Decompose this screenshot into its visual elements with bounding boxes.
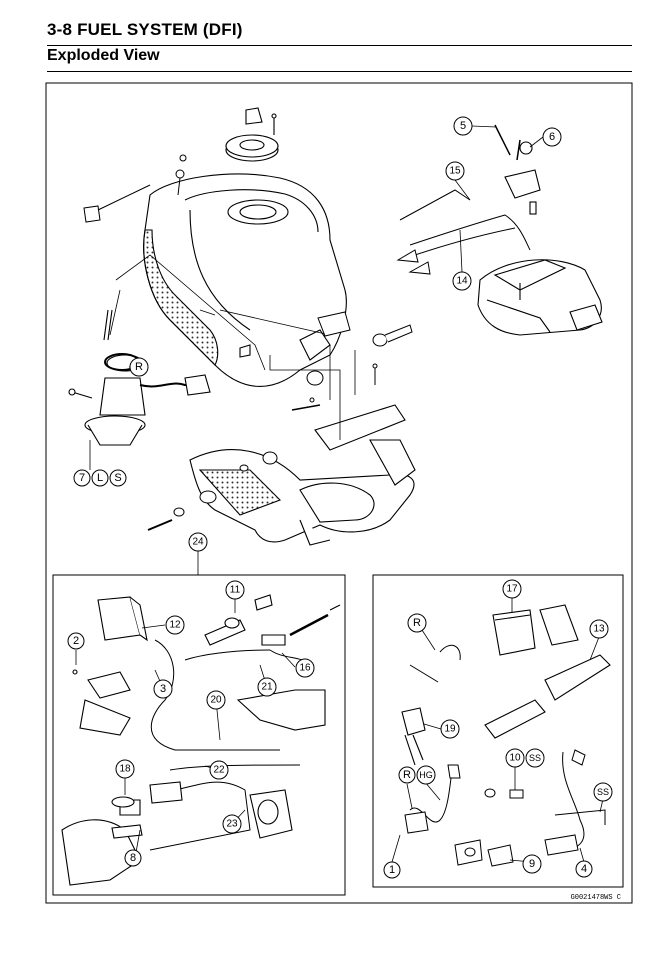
section-subtitle: Exploded View [47,47,160,64]
symbol-ss-10: SS [529,753,541,763]
inset-box-left [52,574,346,896]
inset-box-right [372,574,624,888]
callout-5: 5 [460,120,466,132]
callout-circles [67,116,613,879]
diagram-frame [45,82,633,904]
symbol-ss-4: SS [597,787,609,797]
fuel-cap [225,107,279,162]
main-frame [189,404,416,546]
callout-19: 19 [444,724,456,735]
tank-leader-lines [109,254,331,371]
throttle-body [111,689,326,839]
callout-3: 3 [160,683,166,695]
frame-leader-lines [269,345,356,440]
symbol-l: L [97,472,103,484]
seat-lock-cables [396,189,531,275]
symbol-r-oring: R [135,361,143,373]
symbol-hg: HG [419,770,433,780]
purge-valve [204,594,341,646]
callout-9: 9 [529,858,535,870]
airbox-part [61,819,143,886]
callout-7: 7 [79,472,85,484]
ecu [492,604,579,656]
callout-2: 2 [73,635,79,647]
ecu-bracket [484,654,611,739]
callout-15: 15 [449,166,461,177]
callout-6: 6 [549,131,555,143]
sensor-harness [404,749,606,856]
ignition-coil [401,707,426,766]
figure-code: G0021478WS C [571,894,621,902]
canister-hoses [149,639,311,851]
subtitle-rule [47,71,632,72]
callout-11: 11 [230,585,241,596]
callout-20: 20 [210,695,222,706]
throttle-sensor [454,839,514,867]
callout-17: 17 [506,584,518,595]
rear-cowl [477,259,603,336]
callout-18: 18 [119,764,131,775]
callout-24: 24 [192,537,204,548]
callout-21: 21 [261,682,273,693]
callout-10: 10 [509,753,521,764]
callout-22: 22 [213,765,225,776]
callout-8: 8 [130,852,136,864]
tank-grommet [83,154,187,223]
callout-12: 12 [169,620,181,631]
fuel-tank [143,173,347,387]
canister [72,596,148,736]
callout-14: 14 [456,276,468,287]
callout-1: 1 [389,864,395,876]
pressure-sensor [484,788,524,799]
callout-4: 4 [581,863,587,875]
band-clip [409,644,461,683]
symbol-r-sensor: R [403,769,411,781]
frame-fasteners [147,311,413,531]
fuel-pump [68,309,211,446]
callout-13: 13 [593,624,605,635]
title-rule [47,45,632,46]
seat-lock [494,124,541,215]
symbol-r-clip: R [413,617,421,629]
symbol-s: S [114,472,121,484]
page-title: 3-8 FUEL SYSTEM (DFI) [47,20,243,39]
callout-23: 23 [226,819,238,830]
callout-16: 16 [299,663,311,674]
